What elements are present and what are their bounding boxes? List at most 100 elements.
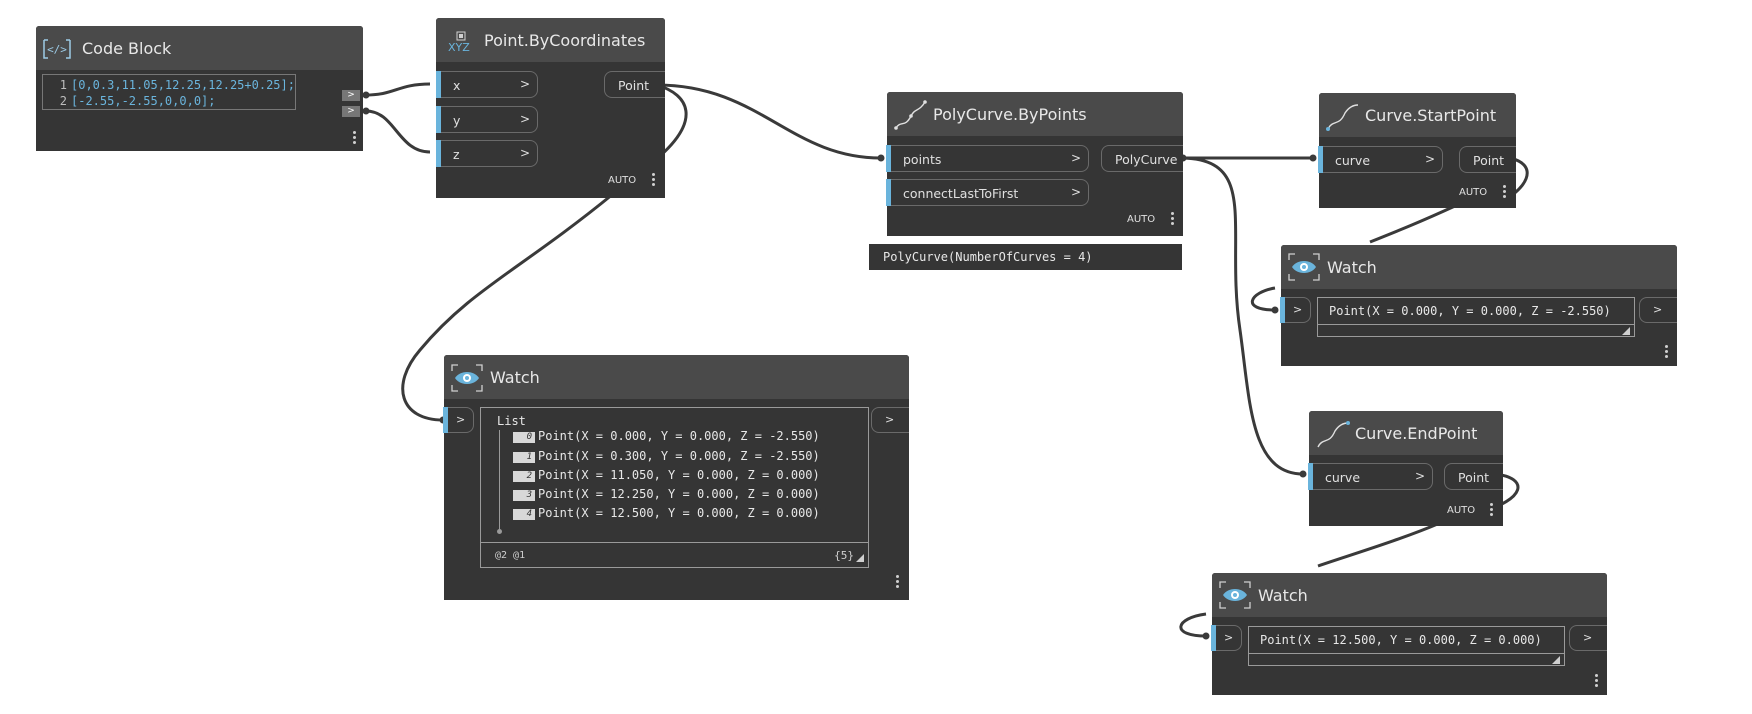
point-by-coordinates-node[interactable]: XYZ Point.ByCoordinates x> y> z> Point A… <box>436 18 665 198</box>
node-title: Curve.StartPoint <box>1365 106 1497 125</box>
chevron-right-icon: > <box>885 413 895 426</box>
curve-end-point-node[interactable]: Curve.EndPoint curve> Point AUTO <box>1308 411 1503 526</box>
lacing-label: AUTO <box>1127 214 1156 225</box>
port-label: Point <box>1458 470 1490 485</box>
line-number: 1 <box>59 78 67 92</box>
port-label: curve <box>1335 153 1371 168</box>
tree-line <box>499 430 500 530</box>
line-number: 2 <box>59 94 67 108</box>
port-label: points <box>903 152 942 167</box>
polycurve-preview: PolyCurve(NumberOfCurves = 4) <box>869 244 1182 270</box>
output-port-point[interactable]: Point <box>1459 146 1516 173</box>
watch-output-port[interactable]: > <box>1569 625 1607 651</box>
node-menu-icon[interactable] <box>1490 503 1494 517</box>
svg-text:</>: </> <box>47 43 67 56</box>
watch-output-port[interactable]: > <box>1639 297 1677 323</box>
node-title: Point.ByCoordinates <box>484 31 646 50</box>
port-dot <box>362 91 370 99</box>
chevron-right-icon: > <box>456 413 466 426</box>
node-title: Watch <box>490 368 540 387</box>
list-footer-divider <box>481 542 868 543</box>
node-title: Code Block <box>82 39 172 58</box>
node-menu-icon[interactable] <box>1503 185 1507 199</box>
port-dot <box>877 154 885 162</box>
node-menu-icon[interactable] <box>1665 345 1669 359</box>
watch-output-port[interactable]: > <box>871 407 909 433</box>
wire-code-z <box>365 109 431 154</box>
node-header[interactable]: </> Code Block <box>36 26 363 70</box>
port-label: z <box>453 147 460 162</box>
watch-value-view[interactable]: Point(X = 0.000, Y = 0.000, Z = -2.550) <box>1317 297 1635 337</box>
input-port-connect-last-to-first[interactable]: connectLastToFirst> <box>886 179 1089 206</box>
chevron-right-icon: > <box>519 112 530 126</box>
node-header[interactable]: PolyCurve.ByPoints <box>887 92 1183 136</box>
lacing-label: AUTO <box>1447 505 1476 516</box>
watch-start-node[interactable]: Watch > > Point(X = 0.000, Y = 0.000, Z … <box>1280 245 1677 366</box>
wire-point-to-polycurve <box>656 83 882 160</box>
input-port-curve[interactable]: curve> <box>1318 146 1443 173</box>
code-output-port-1[interactable]: > <box>342 90 360 101</box>
eye-icon <box>450 363 484 397</box>
node-menu-icon[interactable] <box>1171 212 1175 226</box>
eye-icon <box>1218 580 1252 614</box>
watch-end-node[interactable]: Watch > > Point(X = 12.500, Y = 0.000, Z… <box>1211 573 1607 695</box>
list-value: Point(X = 11.050, Y = 0.000, Z = 0.000) <box>538 468 820 482</box>
input-port-x[interactable]: x> <box>436 71 538 98</box>
watch-input-port[interactable]: > <box>1280 297 1311 323</box>
watch-value: Point(X = 0.000, Y = 0.000, Z = -2.550) <box>1329 304 1611 318</box>
chevron-right-icon: > <box>519 146 530 160</box>
list-index: 2 <box>513 471 535 482</box>
node-menu-icon[interactable] <box>1595 674 1599 688</box>
xyz-label: XYZ <box>448 41 470 54</box>
chevron-right-icon: > <box>1224 631 1234 644</box>
node-header[interactable]: Curve.EndPoint <box>1309 411 1503 455</box>
node-menu-icon[interactable] <box>652 173 656 187</box>
watch-value: Point(X = 12.500, Y = 0.000, Z = 0.000) <box>1260 633 1542 647</box>
output-port-polycurve[interactable]: PolyCurve <box>1101 145 1183 172</box>
node-header[interactable]: Watch <box>1281 245 1677 289</box>
node-title: Watch <box>1327 258 1377 277</box>
list-index: 0 <box>513 432 535 443</box>
curve-start-icon <box>1325 99 1361 137</box>
port-label: Point <box>1473 153 1505 168</box>
code-output-port-2[interactable]: > <box>342 106 360 117</box>
resize-handle-icon[interactable] <box>1552 656 1560 664</box>
node-header[interactable]: Curve.StartPoint <box>1319 93 1516 137</box>
watch-value-view[interactable]: Point(X = 12.500, Y = 0.000, Z = 0.000) <box>1248 626 1565 666</box>
input-port-points[interactable]: points> <box>886 145 1089 172</box>
list-value: Point(X = 12.250, Y = 0.000, Z = 0.000) <box>538 487 820 501</box>
eye-icon <box>1287 252 1321 286</box>
input-port-z[interactable]: z> <box>436 140 538 167</box>
code-block-node[interactable]: </> Code Block 1[0,0.3,11.05,12.25,12.25… <box>36 26 363 151</box>
output-port-point[interactable]: Point <box>604 71 665 98</box>
resize-handle-icon[interactable] <box>856 554 864 562</box>
resize-handle-icon[interactable] <box>1622 327 1630 335</box>
curve-start-point-node[interactable]: Curve.StartPoint curve> Point AUTO <box>1318 93 1516 208</box>
wire-code-x <box>365 82 431 97</box>
code-text: [-2.55,-2.55,0,0,0]; <box>71 94 216 108</box>
node-header[interactable]: Watch <box>1212 573 1607 617</box>
node-header[interactable]: XYZ Point.ByCoordinates <box>436 18 665 62</box>
code-editor[interactable]: 1[0,0.3,11.05,12.25,12.25+0.25]; 2[-2.55… <box>42 74 296 110</box>
code-line: 2 [-2.55,-2.55,0,0,0]; <box>43 94 216 108</box>
node-menu-icon[interactable] <box>896 575 900 589</box>
list-value: Point(X = 0.300, Y = 0.000, Z = -2.550) <box>538 449 820 463</box>
input-port-y[interactable]: y> <box>436 106 538 133</box>
input-port-curve[interactable]: curve> <box>1308 463 1433 490</box>
list-index: 1 <box>513 452 535 463</box>
list-index: 3 <box>513 490 535 501</box>
chevron-right-icon: > <box>1583 631 1593 644</box>
port-label: connectLastToFirst <box>903 186 1019 201</box>
xyz-icon: XYZ <box>448 28 474 54</box>
node-menu-icon[interactable] <box>353 131 357 145</box>
watch-input-port[interactable]: > <box>443 407 474 433</box>
polycurve-by-points-node[interactable]: PolyCurve.ByPoints points> connectLastTo… <box>886 92 1183 236</box>
node-header[interactable]: Watch <box>444 355 909 399</box>
watch-input-port[interactable]: > <box>1211 625 1242 651</box>
output-port-point[interactable]: Point <box>1444 463 1503 490</box>
